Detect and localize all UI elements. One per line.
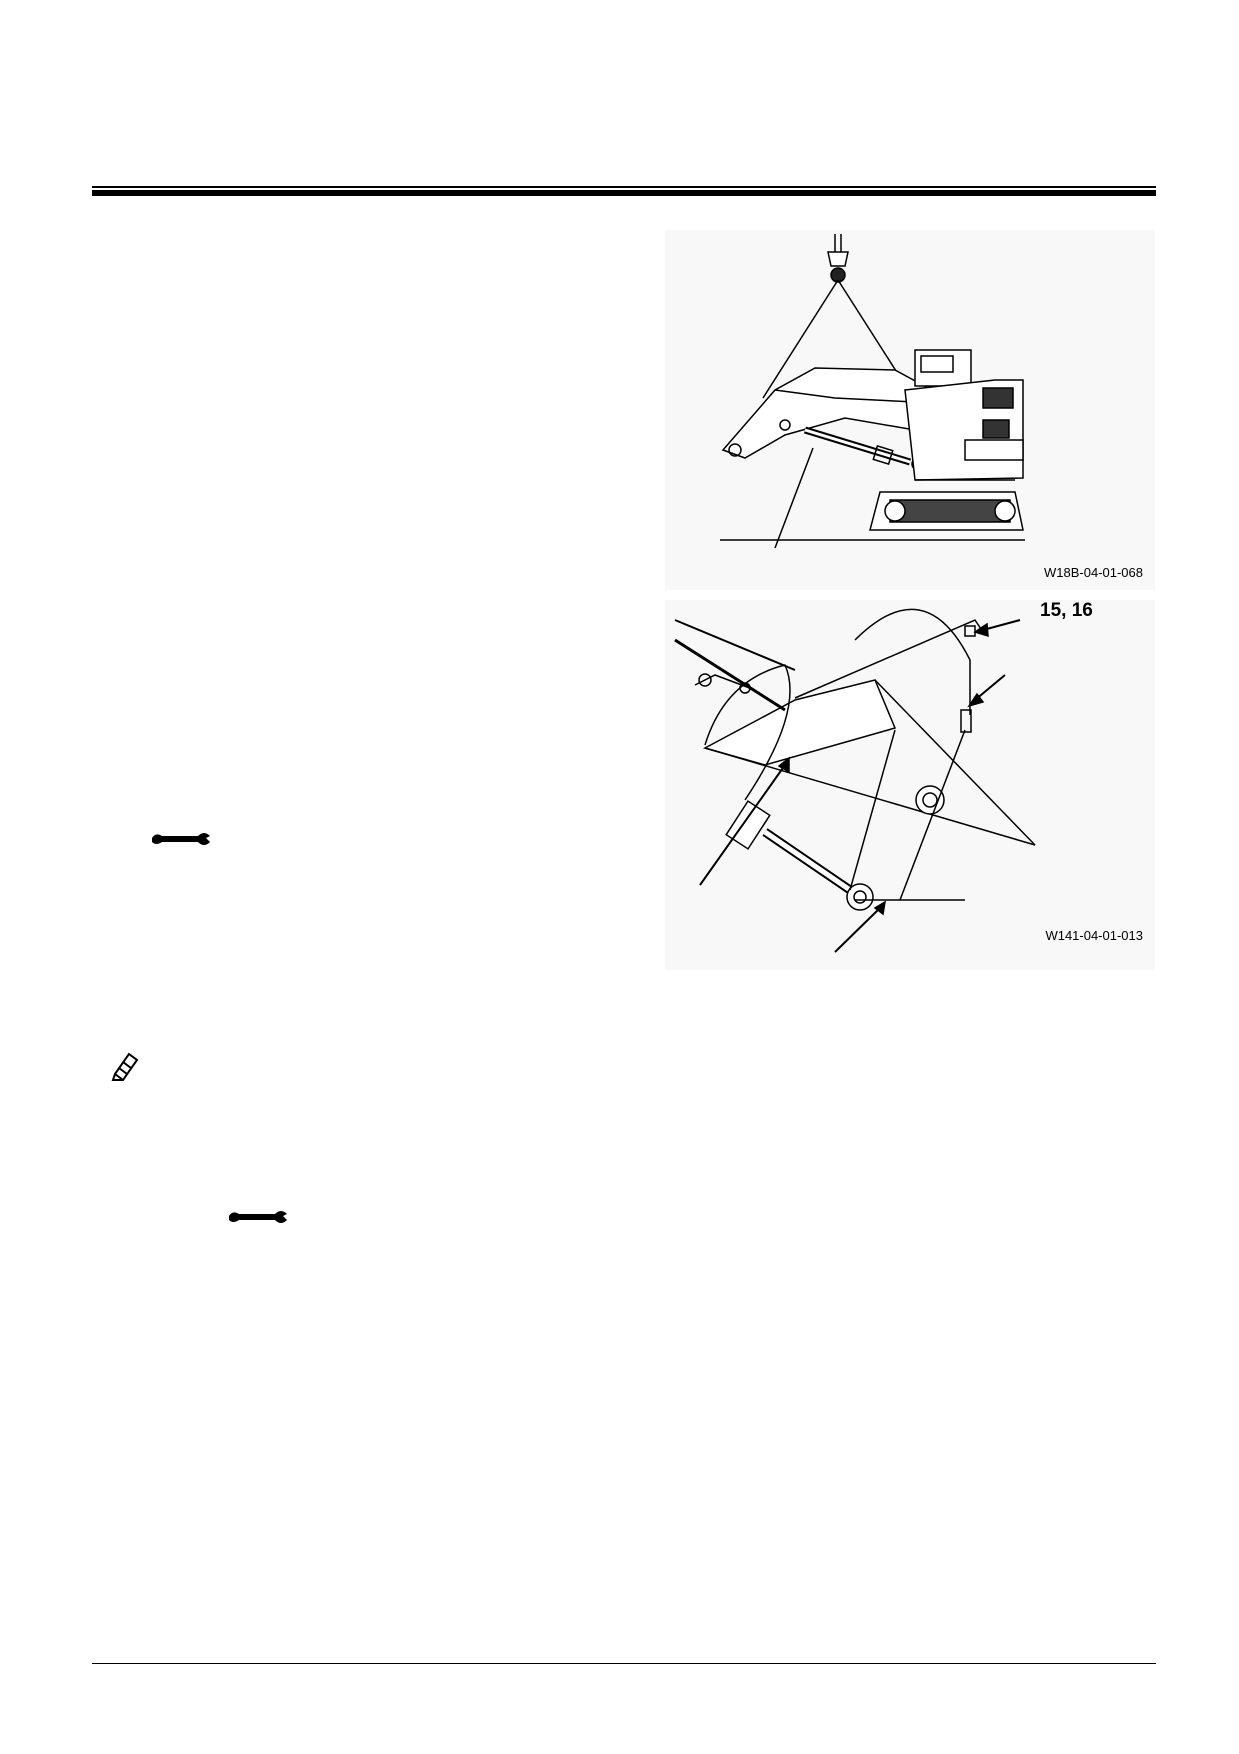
callout-label: 15, 16: [1040, 600, 1093, 621]
figure-id-label: W18B-04-01-068: [1044, 565, 1143, 580]
pencil-note-icon: [107, 1048, 141, 1087]
figure-excavator-lift: W18B-04-01-068: [665, 230, 1155, 590]
wrench-icon: [227, 1208, 289, 1233]
figure-boom-hose: 15, 16 W141-04-01-013: [665, 600, 1155, 970]
figure-id-label: W141-04-01-013: [1045, 928, 1143, 943]
wrench-icon: [150, 830, 212, 855]
footer-rule: [92, 1663, 1156, 1664]
boom-hose-drawing: [674, 608, 1036, 953]
excavator-lift-drawing: [720, 234, 1025, 549]
